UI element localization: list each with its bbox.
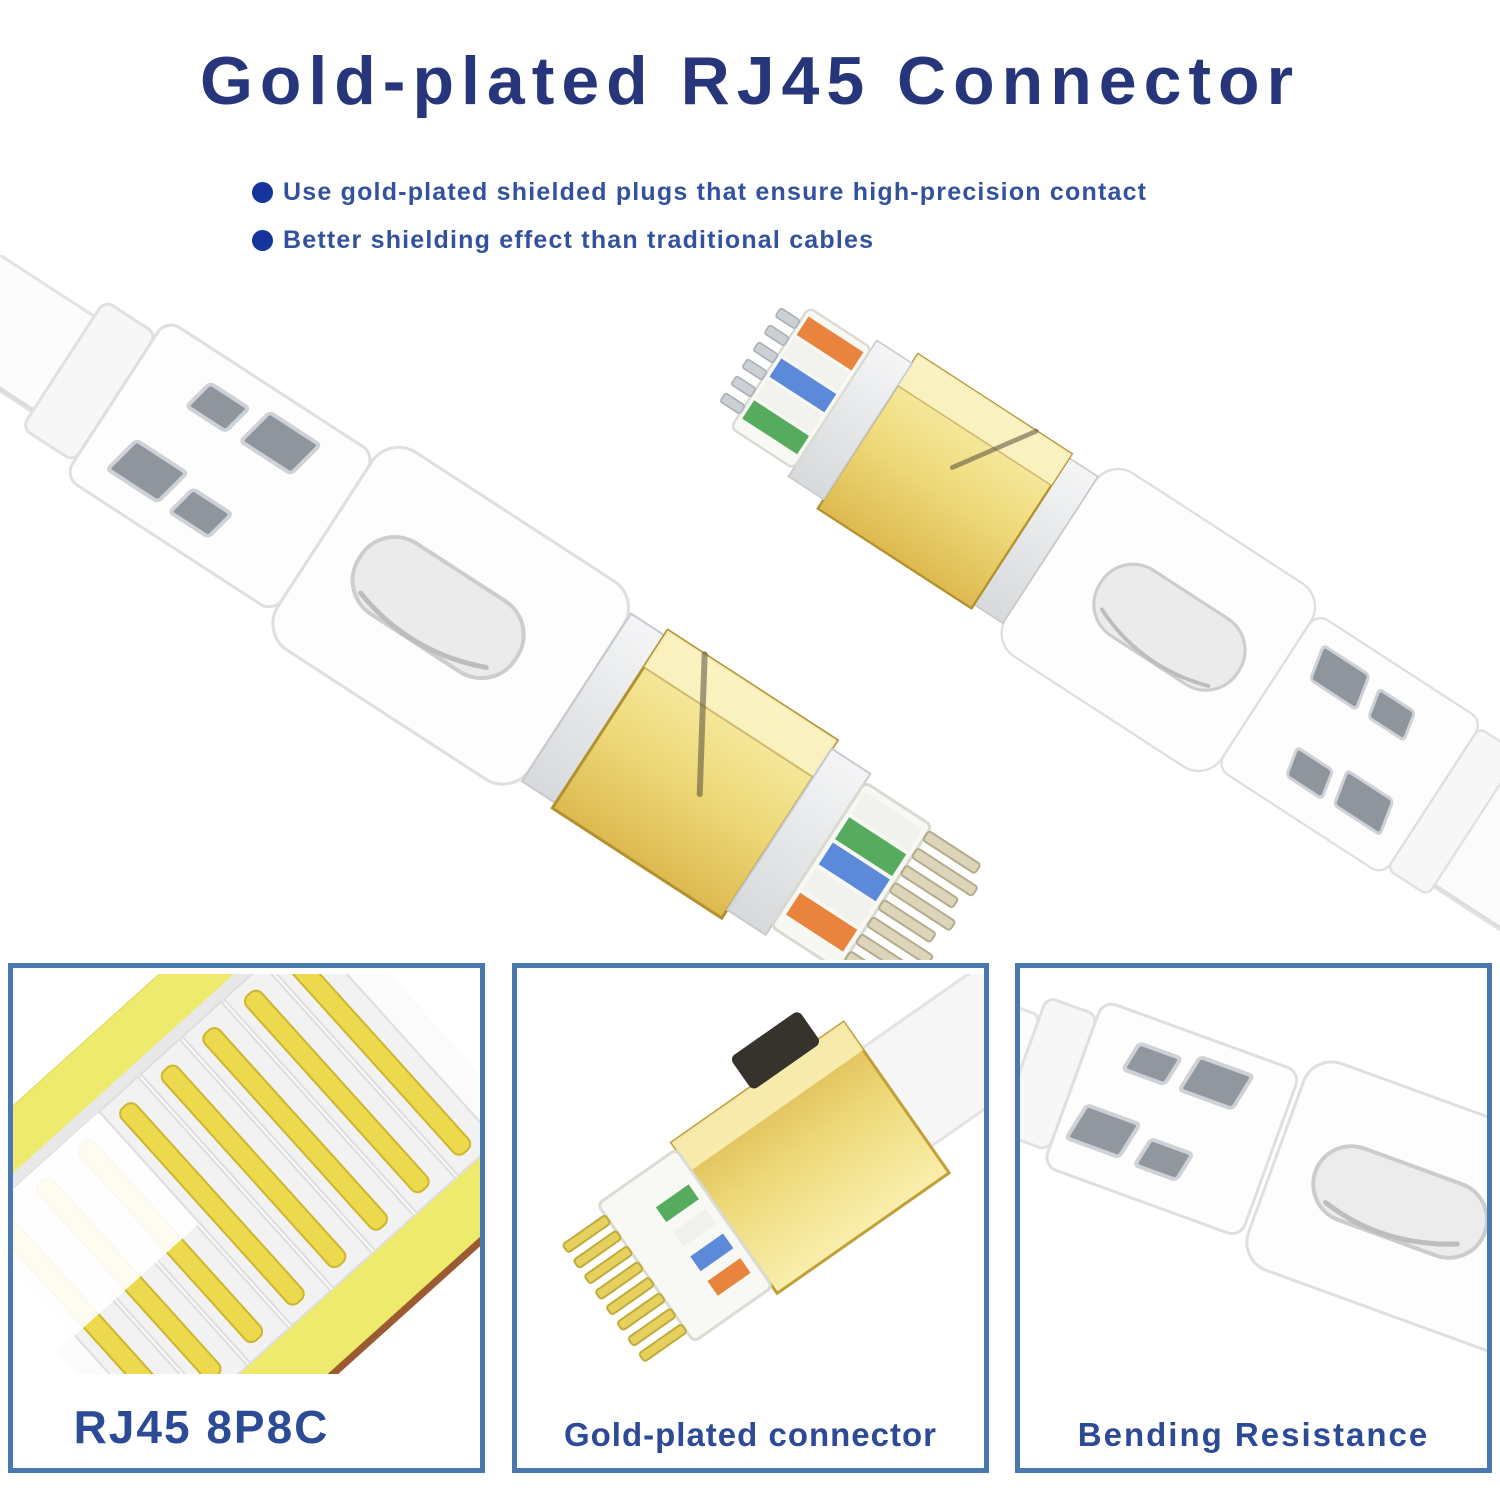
gold-pin-teeth	[562, 1215, 687, 1362]
cable-crossing-render	[0, 12, 1500, 1205]
panel-bending-resistance: Bending Resistance	[1015, 963, 1492, 1473]
right-cable-illustration	[720, 307, 1500, 1205]
hero-product-image	[0, 12, 1500, 1205]
feature-text: Better shielding effect than traditional…	[283, 225, 875, 254]
feature-item: Better shielding effect than traditional…	[252, 216, 1147, 264]
panel-label: Gold-plated connector	[563, 1416, 937, 1453]
panel-label: RJ45 8P8C	[73, 1401, 330, 1453]
strain-relief-vents	[107, 382, 321, 538]
bullet-icon	[252, 181, 273, 203]
panel-label: Bending Resistance	[1077, 1416, 1430, 1453]
left-cable-illustration	[0, 12, 981, 1000]
feature-item: Use gold-plated shielded plugs that ensu…	[252, 168, 1147, 216]
wire-color-stripes	[742, 316, 864, 455]
rj45-pins-macro-photo	[13, 974, 480, 1374]
page-title: Gold-plated RJ45 Connector	[199, 43, 1301, 119]
wire-color-marks	[655, 1184, 751, 1296]
contact-comb	[720, 307, 801, 414]
strain-relief-vents	[1065, 1042, 1254, 1181]
gold-connector-macro-photo	[562, 974, 984, 1362]
strain-relief-vents	[1286, 645, 1416, 835]
feature-text: Use gold-plated shielded plugs that ensu…	[283, 177, 1148, 206]
bullet-icon	[252, 229, 273, 251]
latch-clip	[731, 1012, 819, 1089]
feature-panels: RJ45 8P8C	[0, 963, 1500, 1473]
panel-gold-plated-connector: Gold-plated connector	[512, 963, 989, 1473]
feature-list: Use gold-plated shielded plugs that ensu…	[252, 168, 1147, 264]
strain-relief-macro-photo	[1020, 974, 1487, 1356]
wire-color-stripes	[786, 792, 923, 952]
panel-rj45-8p8c: RJ45 8P8C	[8, 963, 485, 1473]
